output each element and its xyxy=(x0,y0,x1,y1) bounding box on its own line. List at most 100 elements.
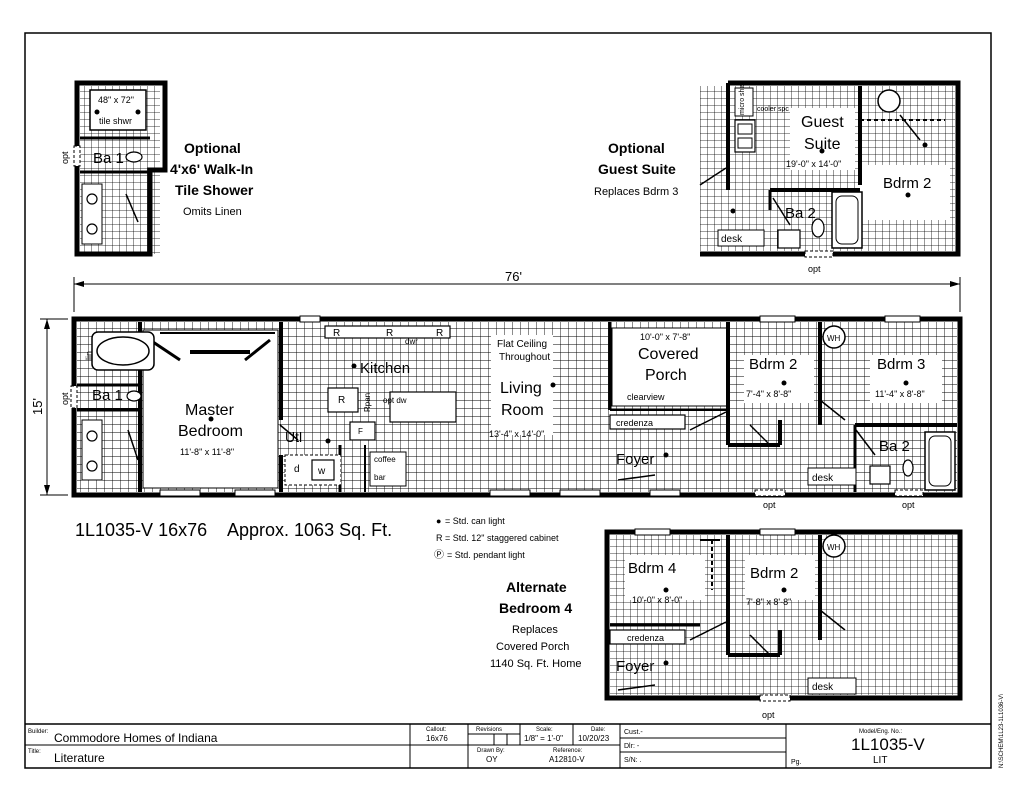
bdrm4-label: Bdrm 4 xyxy=(628,560,676,577)
date-value: 10/20/23 xyxy=(578,734,610,743)
washer-label: w xyxy=(317,466,326,477)
guest-suite-label-1: Guest xyxy=(801,114,844,131)
bdrm4-size: 10'-0" x 8'-0" xyxy=(632,595,682,605)
page-label: Pg. xyxy=(791,759,802,766)
alt-foyer-label: Foyer xyxy=(616,658,654,675)
overall-length-dimension xyxy=(73,277,961,312)
alt-opt-label: opt xyxy=(762,710,775,720)
flat-ceiling-note-2: Throughout xyxy=(499,352,550,363)
model-number: 1L1035-V xyxy=(851,735,925,754)
living-room-size: 13'-4" x 14'-0" xyxy=(489,429,544,439)
water-heater-label: WH xyxy=(827,334,841,343)
alt-bdrm2-label: Bdrm 2 xyxy=(750,565,798,582)
bdrm2-size: 7'-4" x 8'-8" xyxy=(746,389,791,399)
callout-value: 16x76 xyxy=(426,734,448,743)
covered-porch-label-1: Covered xyxy=(638,346,698,363)
legend-text-3: = Std. pendant light xyxy=(447,550,525,560)
guest-suite-label-2: Suite xyxy=(804,136,841,153)
date-label: Date: xyxy=(591,727,606,733)
kitchen-label: Kitchen xyxy=(360,360,410,377)
guest-opt-label: opt xyxy=(808,264,821,274)
master-bedroom-size: 11'-8" x 11'-8" xyxy=(180,447,234,457)
alt-water-heater-label: WH xyxy=(827,543,841,552)
porch-size: 10'-0" x 7'-8" xyxy=(640,332,690,342)
utility-label: Utl xyxy=(285,429,302,445)
alt-desk-label: desk xyxy=(812,682,834,693)
legend-symbol-3: Ⓟ xyxy=(434,549,444,561)
legend-text-2: = Std. 12" staggered cabinet xyxy=(445,533,559,543)
rpan-label: Rpan xyxy=(363,393,372,412)
optional-shower-plan xyxy=(73,80,168,257)
optional-guest-suite-plan xyxy=(699,80,961,258)
shower-opt-label: opt xyxy=(60,151,70,164)
alt-bdrm2-size: 7'-8" x 8'-8" xyxy=(746,597,791,607)
coffee-bar-label-2: bar xyxy=(374,473,386,482)
length-dimension-label: 76' xyxy=(505,269,522,284)
square-footage: Approx. 1063 Sq. Ft. xyxy=(227,520,392,540)
guest-suite-size: 19'-0" x 14'-0" xyxy=(786,159,841,169)
builder-field-label: Builder: xyxy=(28,729,49,735)
ba1-label: Ba 1 xyxy=(92,387,123,404)
alt-title-2: Bedroom 4 xyxy=(499,600,572,616)
bdrm2-label: Bdrm 2 xyxy=(749,356,797,373)
opt-dishwasher-label: opt dw xyxy=(383,396,407,405)
alternate-bedroom-plan xyxy=(604,528,963,702)
guest-title-2: Guest Suite xyxy=(598,161,676,177)
builder-name: Commodore Homes of Indiana xyxy=(54,731,218,745)
scale-label: Scale: xyxy=(536,727,553,733)
serial-number-field: S/N: . xyxy=(624,757,642,764)
main-floor-plan xyxy=(70,315,963,498)
opt-window-label-2: opt xyxy=(763,500,776,510)
guest-bdrm2-label: Bdrm 2 xyxy=(883,175,931,192)
reference-value: A12810-V xyxy=(549,755,585,764)
lit-label: LIT xyxy=(873,755,887,766)
alt-note-3: 1140 Sq. Ft. Home xyxy=(490,658,582,670)
drawn-by-label: Drawn By: xyxy=(477,748,505,754)
model-number-label: Model/Eng. No.: xyxy=(859,729,902,735)
legend-symbol-1: ● xyxy=(436,516,441,526)
coffee-bar-label-1: coffee xyxy=(374,455,396,464)
alt-note-1: Replaces xyxy=(512,624,558,636)
title-field-label: Title: xyxy=(28,749,41,755)
legend-symbol-2: R xyxy=(436,533,443,543)
credenza-label: credenza xyxy=(616,418,653,428)
cabinet-r-label-2: R xyxy=(333,328,340,339)
shower-ba1-label: Ba 1 xyxy=(93,150,124,167)
callout-label: Callout: xyxy=(426,727,447,733)
opt-window-label: opt xyxy=(60,392,70,405)
width-dimension-label: 15' xyxy=(30,398,45,415)
drawn-by-value: OY xyxy=(486,755,498,764)
linen-label: lin xyxy=(84,351,94,360)
guest-title-1: Optional xyxy=(608,140,665,156)
guest-desk-label: desk xyxy=(721,234,743,245)
opt-window-label-3: opt xyxy=(902,500,915,510)
alt-title-1: Alternate xyxy=(506,579,567,595)
cabinet-r-label-1: R xyxy=(338,395,345,406)
customer-field: Cust.- xyxy=(624,729,643,736)
model-line: 1L1035-V 16x76 xyxy=(75,520,207,540)
title-value: Literature xyxy=(54,751,105,765)
bdrm3-size: 11'-4" x 8'-8" xyxy=(875,389,925,399)
shower-title-3: Tile Shower xyxy=(175,182,254,198)
sheet-border xyxy=(24,32,992,769)
overall-width-dimension xyxy=(40,318,68,496)
legend-text-1: = Std. can light xyxy=(445,516,505,526)
guest-ba2-label: Ba 2 xyxy=(785,205,816,222)
covered-porch-label-2: Porch xyxy=(645,367,687,384)
cabinet-r-label-3: R xyxy=(386,328,393,339)
alt-note-2: Covered Porch xyxy=(496,641,569,653)
master-bedroom-label-2: Bedroom xyxy=(178,423,243,440)
cooler-space-label: cooler spc xyxy=(757,106,789,113)
shower-note: Omits Linen xyxy=(183,206,242,218)
shower-title-1: Optional xyxy=(184,140,241,156)
dealer-field: Dlr: - xyxy=(624,743,640,750)
guest-note: Replaces Bdrm 3 xyxy=(594,186,678,198)
shower-size-label: 48" x 72" xyxy=(98,95,134,105)
flat-ceiling-note-1: Flat Ceiling xyxy=(497,339,547,350)
bdrm3-label: Bdrm 3 xyxy=(877,356,925,373)
reference-label: Reference: xyxy=(553,748,583,754)
dryer-label: d xyxy=(294,464,300,475)
cabinet-r-label-4: R xyxy=(436,328,443,339)
scale-value: 1/8" = 1'-0" xyxy=(524,734,563,743)
